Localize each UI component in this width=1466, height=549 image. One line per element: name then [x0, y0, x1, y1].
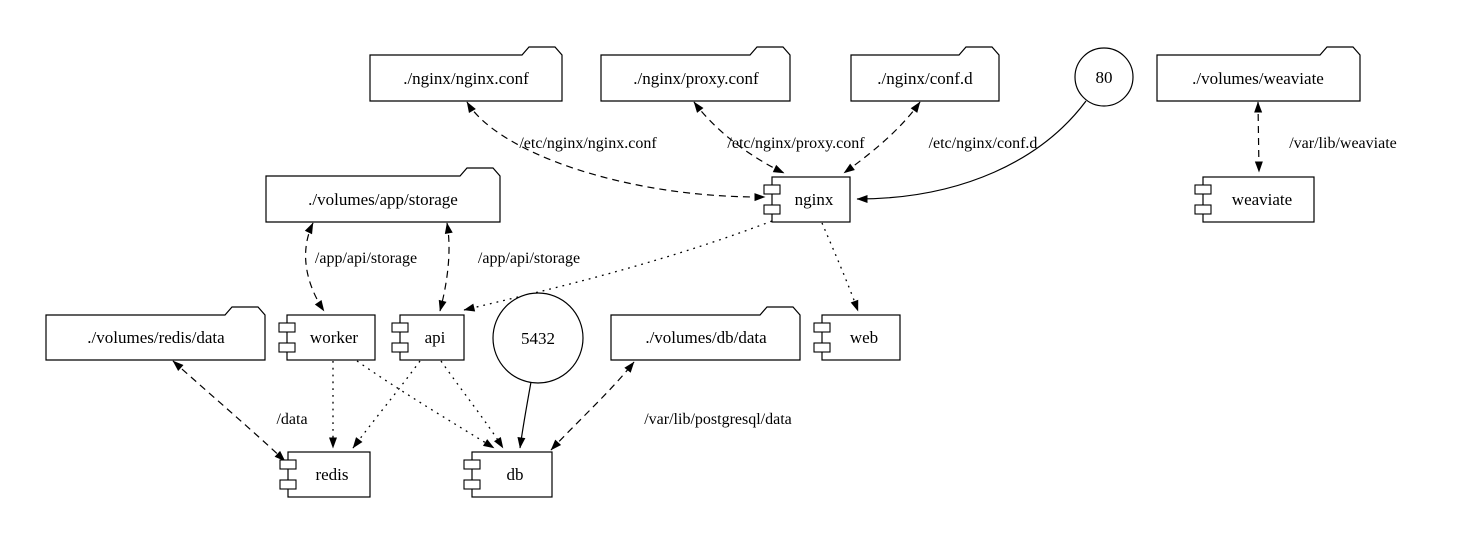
- node-label: api: [425, 328, 446, 347]
- node-label: ./volumes/app/storage: [308, 190, 458, 209]
- component-tab: [813, 322, 831, 333]
- edge-nginx-to-web: [821, 222, 859, 312]
- component-tab: [391, 342, 409, 353]
- folder-shape: [600, 46, 791, 102]
- node-label: web: [850, 328, 878, 347]
- node-label: ./volumes/redis/data: [87, 328, 225, 347]
- component-tab: [813, 342, 831, 353]
- component-tab: [463, 459, 481, 470]
- node-volume-conf-d: ./nginx/conf.d: [850, 46, 1000, 102]
- component-tab: [391, 322, 409, 333]
- edge-worker-to-db: [356, 360, 495, 449]
- node-label: worker: [310, 328, 358, 347]
- edge-label: /app/api/storage: [315, 250, 417, 267]
- edge-nginx-to-proxy-conf: [693, 101, 785, 174]
- node-label: weaviate: [1232, 190, 1292, 209]
- component-tab: [763, 184, 781, 195]
- component-tab: [279, 479, 297, 490]
- edge-port5432-to-db: [517, 381, 532, 449]
- folder-shape: [1156, 46, 1361, 102]
- edge-label: /etc/nginx/conf.d: [929, 135, 1038, 152]
- edge-label: /app/api/storage: [478, 250, 580, 267]
- component-tab: [279, 459, 297, 470]
- node-volume-weaviate: ./volumes/weaviate: [1156, 46, 1361, 102]
- component-shape: [1202, 176, 1315, 223]
- node-port-5432: 5432: [492, 292, 584, 384]
- port-circle: [492, 292, 584, 384]
- node-label: 5432: [521, 329, 555, 348]
- component-tab: [278, 322, 296, 333]
- node-service-web: web: [813, 314, 901, 361]
- edge-nginx-to-api: [463, 220, 773, 312]
- edge-nginx-to-nginx-conf: [466, 101, 766, 202]
- node-volume-proxy-conf: ./nginx/proxy.conf: [600, 46, 791, 102]
- component-shape: [821, 314, 901, 361]
- edge-port80-to-nginx: [856, 100, 1087, 203]
- edge-worker-to-app-storage: [304, 222, 325, 312]
- component-tab: [278, 342, 296, 353]
- node-label: ./nginx/nginx.conf: [403, 69, 529, 88]
- folder-shape: [610, 306, 801, 361]
- component-shape: [286, 314, 376, 361]
- edge-layer: [172, 100, 1263, 462]
- node-label: db: [507, 465, 524, 484]
- component-tab: [763, 204, 781, 215]
- component-shape: [399, 314, 465, 361]
- node-label: ./volumes/db/data: [645, 328, 767, 347]
- node-label: redis: [315, 465, 348, 484]
- node-service-redis: redis: [279, 451, 371, 498]
- edge-db-to-db-data: [550, 361, 635, 451]
- node-label: ./nginx/proxy.conf: [633, 69, 759, 88]
- node-volume-app-storage: ./volumes/app/storage: [265, 167, 501, 223]
- edge-label: /data: [276, 411, 307, 428]
- component-tab: [463, 479, 481, 490]
- node-volume-nginx-conf: ./nginx/nginx.conf: [369, 46, 563, 102]
- component-tab: [1194, 184, 1212, 195]
- component-shape: [287, 451, 371, 498]
- node-layer: ./nginx/nginx.conf ./nginx/proxy.conf ./…: [45, 46, 1361, 498]
- component-shape: [471, 451, 553, 498]
- node-service-db: db: [463, 451, 553, 498]
- edge-redis-to-redis-data: [172, 360, 286, 462]
- folder-shape: [850, 46, 1000, 102]
- node-label: 80: [1096, 68, 1113, 87]
- node-label: nginx: [795, 190, 834, 209]
- folder-shape: [45, 306, 266, 361]
- folder-shape: [265, 167, 501, 223]
- edge-api-to-db: [440, 360, 504, 449]
- node-service-nginx: nginx: [763, 176, 851, 223]
- edge-weaviate-to-weaviate-volume: [1254, 101, 1263, 173]
- node-port-80: 80: [1074, 47, 1134, 107]
- edge-label: /etc/nginx/nginx.conf: [519, 135, 657, 152]
- edge-api-to-app-storage: [438, 222, 453, 312]
- edge-api-to-redis: [352, 360, 421, 449]
- port-circle: [1074, 47, 1134, 107]
- component-tab: [1194, 204, 1212, 215]
- folder-shape: [369, 46, 563, 102]
- node-service-api: api: [391, 314, 465, 361]
- edge-label: /etc/nginx/proxy.conf: [727, 135, 865, 152]
- node-volume-db-data: ./volumes/db/data: [610, 306, 801, 361]
- node-service-weaviate: weaviate: [1194, 176, 1315, 223]
- component-shape: [771, 176, 851, 223]
- edge-label-layer: /etc/nginx/nginx.conf /etc/nginx/proxy.c…: [276, 135, 1396, 428]
- edge-label: /var/lib/postgresql/data: [644, 411, 792, 428]
- edge-label: /var/lib/weaviate: [1289, 135, 1397, 152]
- node-label: ./nginx/conf.d: [877, 69, 973, 88]
- node-volume-redis-data: ./volumes/redis/data: [45, 306, 266, 361]
- node-service-worker: worker: [278, 314, 376, 361]
- node-label: ./volumes/weaviate: [1192, 69, 1324, 88]
